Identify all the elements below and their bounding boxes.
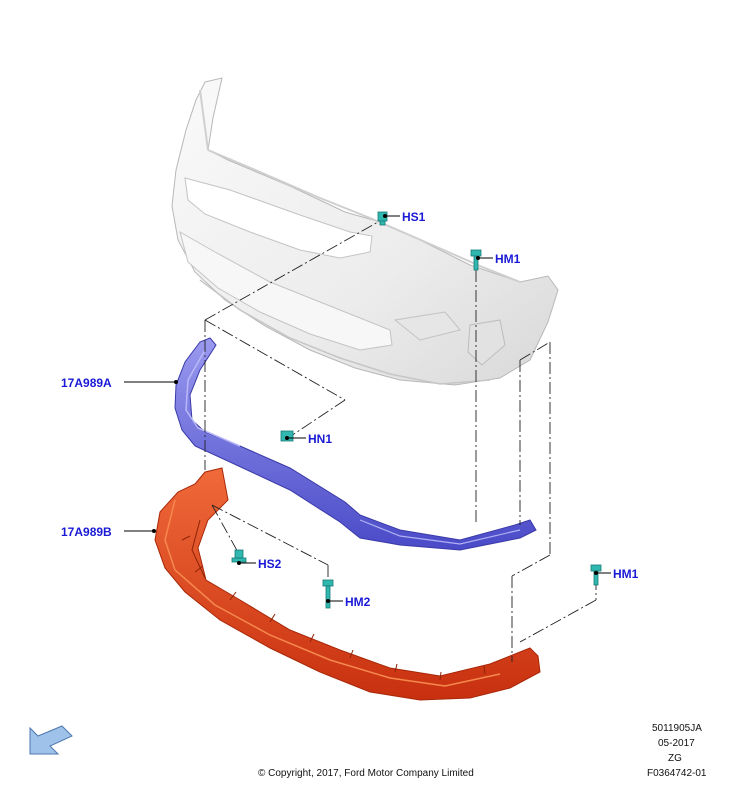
fastener-hs2	[231, 549, 247, 563]
bumper-cover	[171, 77, 559, 386]
fastener-hm1-top	[470, 249, 482, 271]
callout-hm1-top[interactable]: HM1	[495, 252, 521, 266]
callout-hs2[interactable]: HS2	[258, 557, 282, 571]
callout-17A989A[interactable]: 17A989A	[61, 376, 112, 390]
deflector-17A989B	[154, 467, 541, 701]
fastener-hm2	[322, 579, 334, 609]
leader-lines	[124, 214, 611, 603]
drawing-code-1: 5011905JA	[652, 723, 702, 734]
arrow-down-left-icon[interactable]	[29, 725, 73, 755]
callout-hn1[interactable]: HN1	[308, 432, 332, 446]
assembly-guide-lines	[204, 221, 597, 662]
drawing-date: 05-2017	[658, 738, 695, 749]
drawing-code-3: F0364742-01	[647, 768, 707, 779]
drawing-code-2: ZG	[668, 753, 682, 764]
callout-hm1-right[interactable]: HM1	[613, 567, 639, 581]
callout-hm2[interactable]: HM2	[345, 595, 371, 609]
callout-17A989B[interactable]: 17A989B	[61, 525, 112, 539]
deflector-17A989A	[174, 337, 537, 551]
copyright-text: © Copyright, 2017, Ford Motor Company Li…	[258, 768, 474, 779]
callout-hs1[interactable]: HS1	[402, 210, 426, 224]
